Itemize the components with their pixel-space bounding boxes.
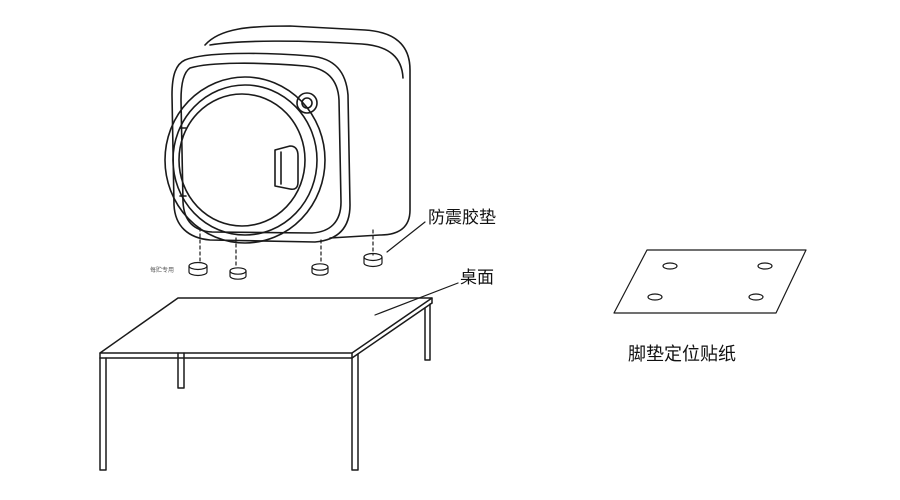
pad-3 xyxy=(311,263,329,276)
pad-2 xyxy=(229,267,247,280)
sticker-dot-3 xyxy=(647,293,663,301)
pad-leader-line xyxy=(386,221,426,253)
sticker-dot-2 xyxy=(757,262,773,270)
pad-1 xyxy=(188,261,208,277)
washing-machine xyxy=(164,25,411,244)
anti-vibration-pad-label: 防震胶垫 xyxy=(428,208,496,228)
sticker-dot-4 xyxy=(748,293,764,301)
foot-pad-sticker xyxy=(613,249,807,314)
table xyxy=(99,297,433,471)
foot-pad-sticker-label: 脚垫定位贴纸 xyxy=(628,344,736,365)
desk-leader-line xyxy=(374,282,459,316)
pad-4 xyxy=(363,252,383,268)
sticker-dot-1 xyxy=(662,262,678,270)
anti-vibration-pads xyxy=(188,227,383,280)
desktop-label: 桌面 xyxy=(460,268,494,288)
tiny-note-label: 每贮专用 xyxy=(150,267,175,274)
